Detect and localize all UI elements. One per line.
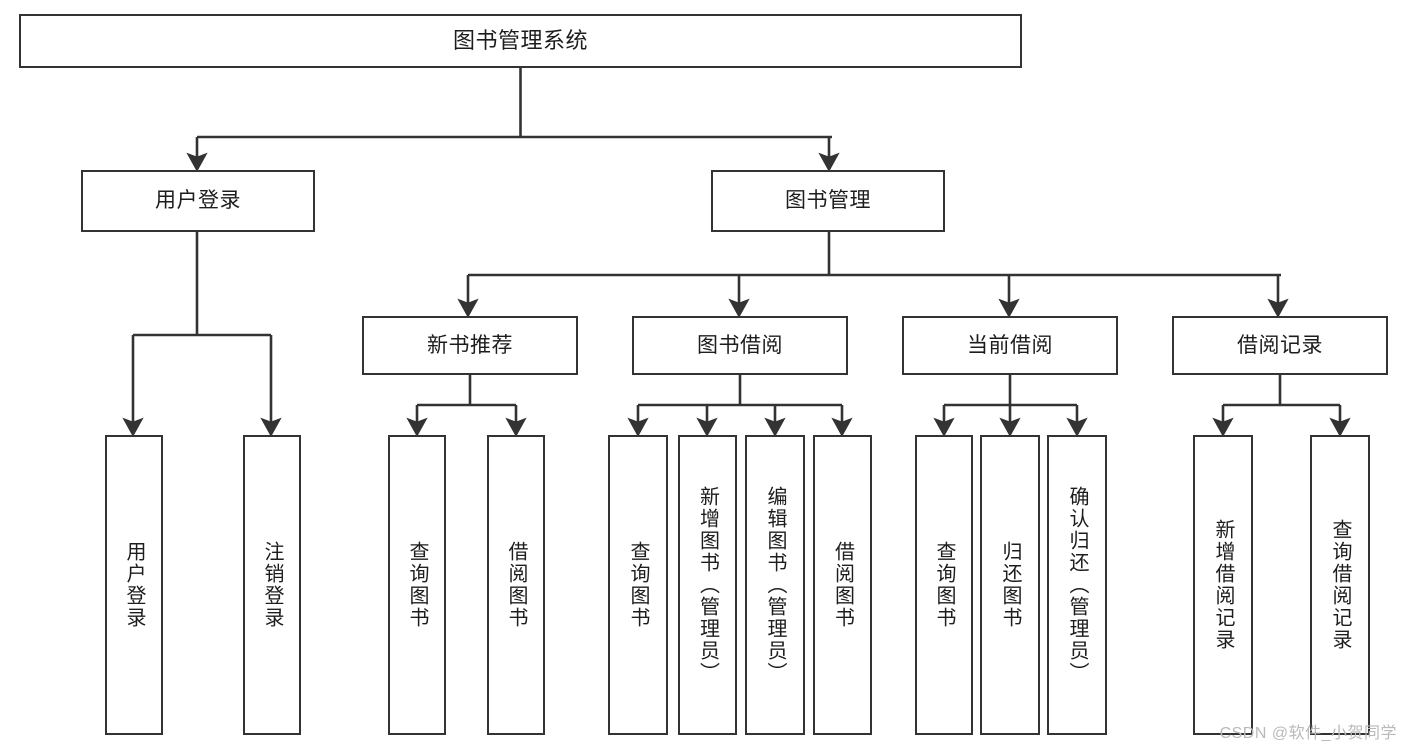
node-book-borrow[interactable]: 图书借阅 bbox=[632, 316, 848, 375]
node-leaf-add-book-label: 新增图书（管理员） bbox=[696, 486, 719, 684]
node-leaf-confirm-return-label: 确认归还（管理员） bbox=[1066, 486, 1088, 684]
node-leaf-return-book[interactable]: 归还图书 bbox=[980, 435, 1040, 735]
node-user-login[interactable]: 用户登录 bbox=[81, 170, 315, 232]
node-borrow-record-label: 借阅记录 bbox=[1237, 333, 1323, 357]
node-leaf-query-book-3-label: 查询图书 bbox=[933, 541, 955, 629]
node-leaf-add-borrow-record-label: 新增借阅记录 bbox=[1212, 519, 1234, 651]
node-leaf-query-book-2-label: 查询图书 bbox=[627, 541, 649, 629]
watermark-text: CSDN @软件_小贺同学 bbox=[1219, 725, 1397, 742]
node-leaf-query-book-3[interactable]: 查询图书 bbox=[915, 435, 973, 735]
node-book-manage-label: 图书管理 bbox=[785, 189, 871, 213]
node-leaf-return-book-label: 归还图书 bbox=[999, 541, 1021, 629]
node-leaf-user-login-label: 用户登录 bbox=[123, 541, 145, 629]
node-book-borrow-label: 图书借阅 bbox=[697, 333, 783, 357]
node-leaf-borrow-book-1-label: 借阅图书 bbox=[505, 541, 527, 629]
node-leaf-user-login[interactable]: 用户登录 bbox=[105, 435, 163, 735]
node-new-book-recommend-label: 新书推荐 bbox=[427, 333, 513, 357]
node-leaf-logout-login[interactable]: 注销登录 bbox=[243, 435, 301, 735]
node-root-label: 图书管理系统 bbox=[452, 27, 588, 53]
node-leaf-query-borrow-record-label: 查询借阅记录 bbox=[1329, 519, 1351, 651]
node-leaf-logout-login-label: 注销登录 bbox=[261, 541, 283, 629]
node-root[interactable]: 图书管理系统 bbox=[19, 14, 1022, 68]
node-current-borrow[interactable]: 当前借阅 bbox=[902, 316, 1118, 375]
node-leaf-query-book-2[interactable]: 查询图书 bbox=[608, 435, 668, 735]
node-leaf-borrow-book-2-label: 借阅图书 bbox=[831, 541, 854, 629]
node-user-login-label: 用户登录 bbox=[155, 189, 241, 213]
node-leaf-add-borrow-record[interactable]: 新增借阅记录 bbox=[1193, 435, 1253, 735]
node-leaf-query-book-1-label: 查询图书 bbox=[406, 541, 428, 629]
node-book-manage[interactable]: 图书管理 bbox=[711, 170, 945, 232]
node-borrow-record[interactable]: 借阅记录 bbox=[1172, 316, 1388, 375]
node-leaf-edit-book-label: 编辑图书（管理员） bbox=[764, 486, 786, 684]
node-current-borrow-label: 当前借阅 bbox=[967, 333, 1053, 357]
node-leaf-query-book-1[interactable]: 查询图书 bbox=[388, 435, 446, 735]
node-leaf-query-borrow-record[interactable]: 查询借阅记录 bbox=[1310, 435, 1370, 735]
node-leaf-edit-book[interactable]: 编辑图书（管理员） bbox=[745, 435, 805, 735]
node-leaf-borrow-book-2[interactable]: 借阅图书 bbox=[813, 435, 872, 735]
node-leaf-confirm-return[interactable]: 确认归还（管理员） bbox=[1047, 435, 1107, 735]
node-leaf-add-book[interactable]: 新增图书（管理员） bbox=[678, 435, 737, 735]
node-new-book-recommend[interactable]: 新书推荐 bbox=[362, 316, 578, 375]
node-leaf-borrow-book-1[interactable]: 借阅图书 bbox=[487, 435, 545, 735]
